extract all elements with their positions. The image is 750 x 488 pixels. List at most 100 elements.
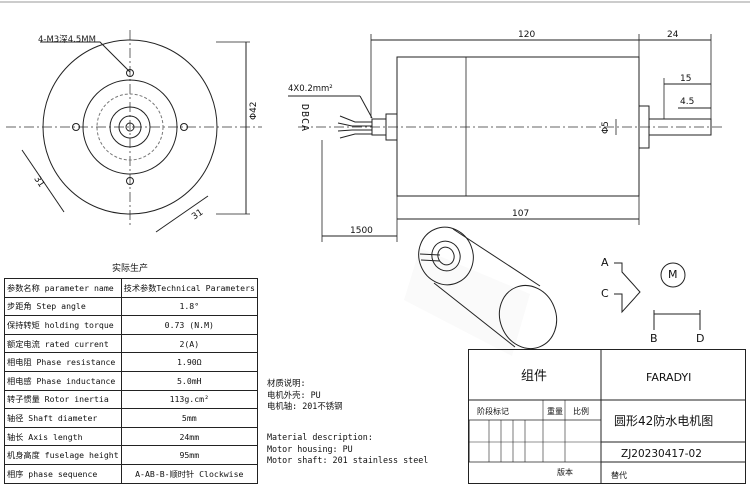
spec-param: 转子惯量 Rotor inertia xyxy=(4,389,122,410)
spec-value: 1.8° xyxy=(120,296,258,317)
spec-value: 技术参数Technical Parameters xyxy=(120,278,258,298)
shaft xyxy=(648,118,712,136)
dim-120-label: 120 xyxy=(518,30,536,40)
hub-inner xyxy=(118,115,142,139)
iso-shaft-bottom xyxy=(420,259,441,262)
material-notes-cn: 材质说明: 电机外壳: PU 电机轴: 201不锈钢 xyxy=(267,378,342,413)
iso-hub xyxy=(431,240,461,272)
spec-param: 相电阻 Phase resistance xyxy=(4,352,122,372)
material-en-housing: Motor housing: PU xyxy=(267,443,353,454)
iso-rear-face xyxy=(498,285,558,349)
title-block: 组件 FARADYI 阶段标记 重量 比例 圆形42防水电机图 ZJ202304… xyxy=(468,349,746,484)
material-cn-housing: 电机外壳: PU xyxy=(267,389,321,400)
wire-spec-label: 4X0.2mm² xyxy=(288,84,333,94)
spec-param: 相序 phase sequence xyxy=(4,463,122,484)
isometric-view xyxy=(404,226,558,356)
iso-shaft-top xyxy=(419,253,441,256)
thread-note-leader xyxy=(40,41,131,73)
spec-value: 113g.cm² xyxy=(120,389,258,410)
mount-hole-right xyxy=(180,123,188,131)
spec-value: 95mm xyxy=(120,445,258,465)
wire-3 xyxy=(337,129,372,132)
iso-front-face xyxy=(418,226,474,286)
iso-top-edge xyxy=(452,228,541,287)
dim-4-5-label: 4.5 xyxy=(680,97,695,107)
pilot-circle xyxy=(82,79,178,175)
spec-value: 5.0mH xyxy=(120,370,258,391)
spec-param: 参数名称 parameter name xyxy=(4,278,122,298)
mount-hole-left xyxy=(72,123,80,131)
dim-1500-label: 1500 xyxy=(350,226,373,236)
wire-2 xyxy=(337,122,372,127)
spec-value: 24mm xyxy=(120,426,258,447)
weight-label: 重量 xyxy=(547,407,563,416)
wire-labels: DBCA xyxy=(299,104,310,133)
spec-param: 保持转矩 holding torque xyxy=(4,315,122,335)
dim-phi5-label: Φ5 xyxy=(601,121,611,134)
wire-spec-leader-2 xyxy=(359,95,373,119)
coil-ac xyxy=(614,262,641,314)
stage-label: 阶段标记 xyxy=(477,407,509,416)
material-notes-en: Material description: Motor housing: PU … xyxy=(267,432,428,467)
dim31-a-line xyxy=(21,149,65,213)
version-label: 版本 xyxy=(557,468,573,477)
spec-param: 机身高度 fuselage height xyxy=(4,445,122,465)
mount-hole-top xyxy=(126,69,134,77)
coil-bd xyxy=(653,313,701,322)
spec-value: 5mm xyxy=(120,408,258,428)
flange-outline xyxy=(42,39,218,215)
real-product-label: 实际生产 xyxy=(112,264,149,274)
material-cn-shaft: 电机轴: 201不锈钢 xyxy=(267,401,343,411)
wiring-label-b: B xyxy=(650,332,658,345)
spec-value: 0.73 (N.M) xyxy=(120,315,258,335)
replaces-label: 替代 xyxy=(611,471,627,480)
title-block-grid xyxy=(469,350,745,483)
material-en-title: Material description: xyxy=(267,432,373,442)
spec-value: 1.90Ω xyxy=(120,352,258,372)
spec-param: 轴径 Shaft diameter xyxy=(4,408,122,428)
spec-param: 额定电流 rated current xyxy=(4,333,122,354)
dim-diameter-label: Φ42 xyxy=(249,101,259,120)
motor-symbol-circle xyxy=(660,262,686,288)
assembly-label: 组件 xyxy=(521,369,548,384)
dim-24-label: 24 xyxy=(667,30,679,40)
thread-note: 4-M3深4.5MM xyxy=(38,35,96,45)
bolt-circle xyxy=(96,93,164,161)
dim31-b-line xyxy=(155,195,209,233)
wire-4 xyxy=(339,133,372,139)
hub-outer xyxy=(109,106,151,148)
material-en-shaft: Motor shaft: 201 stainless steel xyxy=(267,455,429,465)
spec-param: 轴长 Axis length xyxy=(4,426,122,447)
material-cn-title: 材质说明: xyxy=(267,378,306,388)
wiring-label-d: D xyxy=(696,332,705,345)
front-view xyxy=(6,30,262,233)
cable-gland xyxy=(371,118,387,136)
wiring-label-a: A xyxy=(601,256,609,269)
side-view xyxy=(288,34,725,242)
scale-label: 比例 xyxy=(573,407,589,416)
shaft-circle xyxy=(125,122,135,132)
iso-fill xyxy=(404,248,530,356)
spec-value: A-AB-B-顺时针 Clockwise xyxy=(120,463,258,484)
drawing-number: ZJ20230417-02 xyxy=(621,448,702,460)
motor-symbol-label: M xyxy=(668,268,678,281)
iso-hub-inner xyxy=(437,246,455,266)
spec-param: 相电感 Phase inductance xyxy=(4,370,122,391)
dim-107-label: 107 xyxy=(512,209,530,219)
dim-15-label: 15 xyxy=(680,74,692,84)
spec-value: 2(A) xyxy=(120,333,258,354)
drawing-name: 圆形42防水电机图 xyxy=(614,414,714,428)
spec-param: 步距角 Step angle xyxy=(4,296,122,317)
company-name: FARADYI xyxy=(646,371,692,384)
